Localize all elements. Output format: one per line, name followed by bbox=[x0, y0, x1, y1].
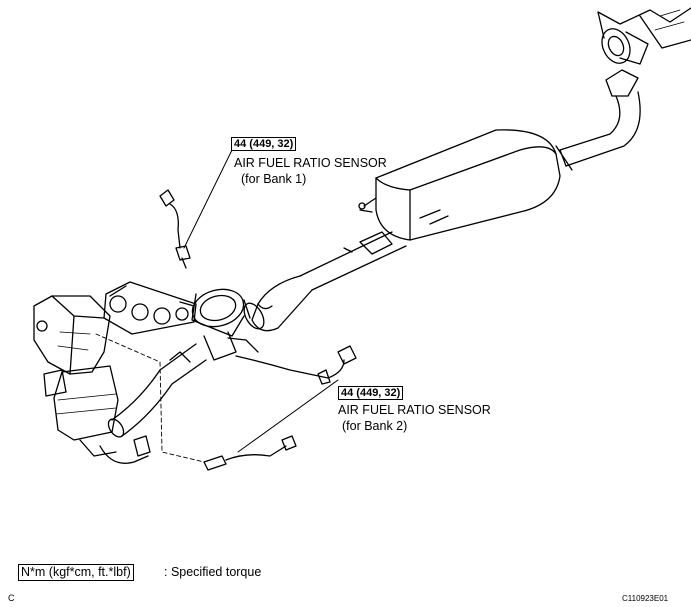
bank1-exhaust-manifold bbox=[103, 281, 197, 335]
dashed-sensor-location-lines bbox=[95, 333, 205, 463]
bank2-air-fuel-ratio-sensor bbox=[203, 435, 297, 471]
front-catalytic-converter bbox=[243, 275, 313, 332]
front-pipe-junction bbox=[191, 288, 259, 361]
sensor-harness bbox=[235, 345, 357, 385]
main-muffler bbox=[358, 129, 561, 241]
center-pipe bbox=[299, 231, 407, 291]
corner-letter: C bbox=[8, 593, 15, 603]
bank2-sensor-subtitle: (for Bank 2) bbox=[342, 419, 408, 433]
bank2-sensor-title: AIR FUEL RATIO SENSOR bbox=[338, 403, 491, 417]
figure-code: C110923E01 bbox=[622, 594, 669, 603]
legend-description: : Specified torque bbox=[164, 565, 262, 579]
bank1-air-fuel-ratio-sensor bbox=[159, 189, 191, 269]
legend-unit-box: N*m (kgf*cm, ft.*lbf) bbox=[18, 564, 134, 581]
tail-pipe bbox=[555, 28, 649, 171]
bank2-heat-shield bbox=[33, 295, 111, 375]
bank2-harness bbox=[99, 435, 151, 464]
bank2-front-pipe bbox=[107, 343, 207, 438]
leader-lines bbox=[183, 141, 339, 453]
vehicle-body-panel bbox=[597, 7, 691, 49]
bank1-sensor-title: AIR FUEL RATIO SENSOR bbox=[234, 156, 387, 170]
bank1-sensor-subtitle: (for Bank 1) bbox=[241, 172, 307, 186]
bank2-torque-value: 44 (449, 32) bbox=[338, 386, 404, 400]
bank2-catalytic-converter bbox=[43, 365, 119, 457]
bank1-torque-value: 44 (449, 32) bbox=[231, 137, 297, 151]
